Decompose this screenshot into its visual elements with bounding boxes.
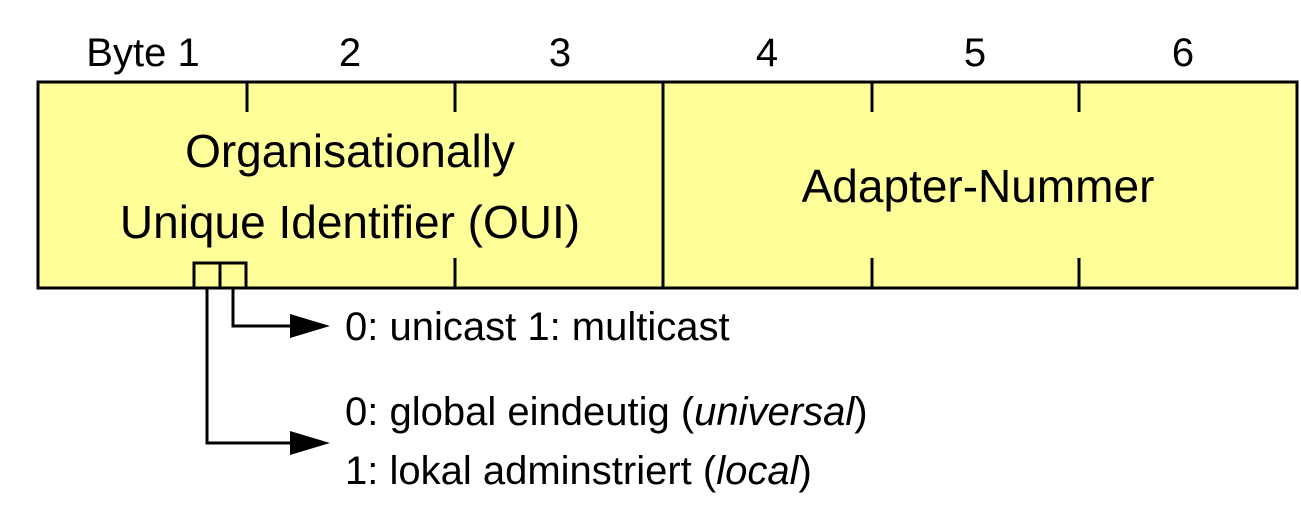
scope-note-local-suffix: ) xyxy=(799,449,812,493)
scope-note-global: 0: global eindeutig (universal) xyxy=(345,390,868,434)
oui-label-line1: Organisationally xyxy=(185,125,515,177)
bit-unicast-multicast xyxy=(218,261,248,290)
byte-label-3: 3 xyxy=(549,31,571,75)
oui-label-line2: Unique Identifier (OUI) xyxy=(120,196,580,248)
scope-note-global-suffix: ) xyxy=(854,390,867,434)
byte-label-5: 5 xyxy=(964,31,986,75)
byte-label-6: 6 xyxy=(1172,31,1194,75)
byte-label-4: 4 xyxy=(756,31,778,75)
adapter-label: Adapter-Nummer xyxy=(802,160,1155,212)
cast-arrow-head xyxy=(290,314,330,338)
scope-note-local-prefix: 1: lokal adminstriert ( xyxy=(345,449,717,493)
scope-arrow-head xyxy=(290,431,330,455)
scope-note-local-italic: local xyxy=(716,449,799,493)
address-box xyxy=(36,80,1299,290)
cast-note: 0: unicast 1: multicast xyxy=(345,305,730,349)
byte-label-2: 2 xyxy=(339,31,361,75)
bit-local-global xyxy=(192,261,222,290)
scope-arrow-line xyxy=(205,288,292,445)
scope-note-global-italic: universal xyxy=(694,390,855,434)
scope-note-global-prefix: 0: global eindeutig ( xyxy=(345,390,695,434)
cast-arrow-line xyxy=(231,288,292,328)
scope-note-local: 1: lokal adminstriert (local) xyxy=(345,449,812,493)
byte-label-1: Byte 1 xyxy=(86,31,199,75)
